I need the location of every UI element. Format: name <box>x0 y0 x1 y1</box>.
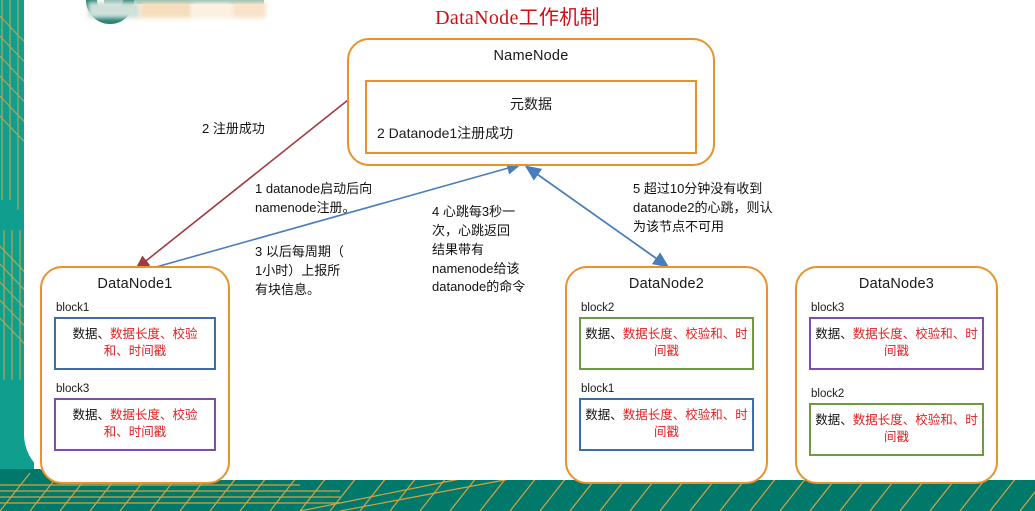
block-content-box: 数据、数据长度、校验和、时间戳 <box>54 317 216 370</box>
block-label: block2 <box>811 388 845 400</box>
namenode-metadata-box: 元数据 2 Datanode1注册成功 <box>365 80 697 154</box>
block-text-red: 数据长度、校验和、时间戳 <box>622 408 748 439</box>
block-text-red: 数据长度、校验和、时间戳 <box>103 408 198 439</box>
block-text-red: 数据长度、校验和、时间戳 <box>103 327 198 358</box>
block-content-box: 数据、数据长度、校验和、时间戳 <box>809 317 984 370</box>
redacted-block-2 <box>140 2 192 18</box>
page-title: DataNode工作机制 <box>435 7 600 29</box>
block-text-dark: 数据、 <box>815 327 853 341</box>
redacted-block-3 <box>192 2 232 18</box>
datanode1-title: DataNode1 <box>97 276 173 292</box>
block-text-dark: 数据、 <box>815 413 853 427</box>
note-3-block-report: 3 以后每周期（ 1小时）上报所 有块信息。 <box>255 244 344 297</box>
block-label: block3 <box>811 302 845 314</box>
note-1-datanode-register: 1 datanode启动后向 namenode注册。 <box>255 181 373 215</box>
block-content-box: 数据、数据长度、校验和、时间戳 <box>54 398 216 451</box>
block-text-red: 数据长度、校验和、时间戳 <box>622 327 748 358</box>
datanode3-block-0: block3 数据、数据长度、校验和、时间戳 <box>809 302 984 370</box>
redacted-block-4 <box>232 2 266 18</box>
block-content-box: 数据、数据长度、校验和、时间戳 <box>579 398 754 451</box>
namenode-title: NameNode <box>493 48 569 64</box>
block-text-red: 数据长度、校验和、时间戳 <box>852 327 978 358</box>
datanode1-block-1: block3 数据、数据长度、校验和、时间戳 <box>54 383 216 451</box>
block-label: block1 <box>56 302 90 314</box>
metadata-entry: 2 Datanode1注册成功 <box>377 125 514 141</box>
block-label: block1 <box>581 383 615 395</box>
block-label: block3 <box>56 383 90 395</box>
datanode3-block-1: block2 数据、数据长度、校验和、时间戳 <box>809 388 984 456</box>
note-5-timeout: 5 超过10分钟没有收到 datanode2的心跳，则认 为该节点不可用 <box>633 181 773 234</box>
block-text-red: 数据长度、校验和、时间戳 <box>852 413 978 444</box>
datanode2-box[interactable]: DataNode2 block2 数据、数据长度、校验和、时间戳 block1 … <box>565 266 768 484</box>
block-text-dark: 数据、 <box>585 408 623 422</box>
block-label: block2 <box>581 302 615 314</box>
metadata-title: 元数据 <box>510 96 552 112</box>
datanode3-title: DataNode3 <box>858 276 935 292</box>
redacted-block-1 <box>88 2 140 18</box>
datanode3-box[interactable]: DataNode3 block3 数据、数据长度、校验和、时间戳 block2 … <box>795 266 998 484</box>
datanode2-block-1: block1 数据、数据长度、校验和、时间戳 <box>579 383 754 451</box>
block-content-box: 数据、数据长度、校验和、时间戳 <box>809 403 984 456</box>
namenode-box[interactable]: NameNode 元数据 2 Datanode1注册成功 <box>347 38 715 166</box>
block-content-box: 数据、数据长度、校验和、时间戳 <box>579 317 754 370</box>
note-4-heartbeat: 4 心跳每3秒一 次，心跳返回 结果带有 namenode给该 datanode… <box>432 204 526 295</box>
datanode1-box[interactable]: DataNode1 block1 数据、数据长度、校验和、时间戳 block3 … <box>40 266 230 484</box>
datanode2-block-0: block2 数据、数据长度、校验和、时间戳 <box>579 302 754 370</box>
datanode2-title: DataNode2 <box>628 276 705 292</box>
note-2-register-success: 2 注册成功 <box>202 121 265 136</box>
block-text-dark: 数据、 <box>72 408 110 422</box>
datanode1-block-0: block1 数据、数据长度、校验和、时间戳 <box>54 302 216 370</box>
block-text-dark: 数据、 <box>72 327 110 341</box>
block-text-dark: 数据、 <box>585 327 623 341</box>
